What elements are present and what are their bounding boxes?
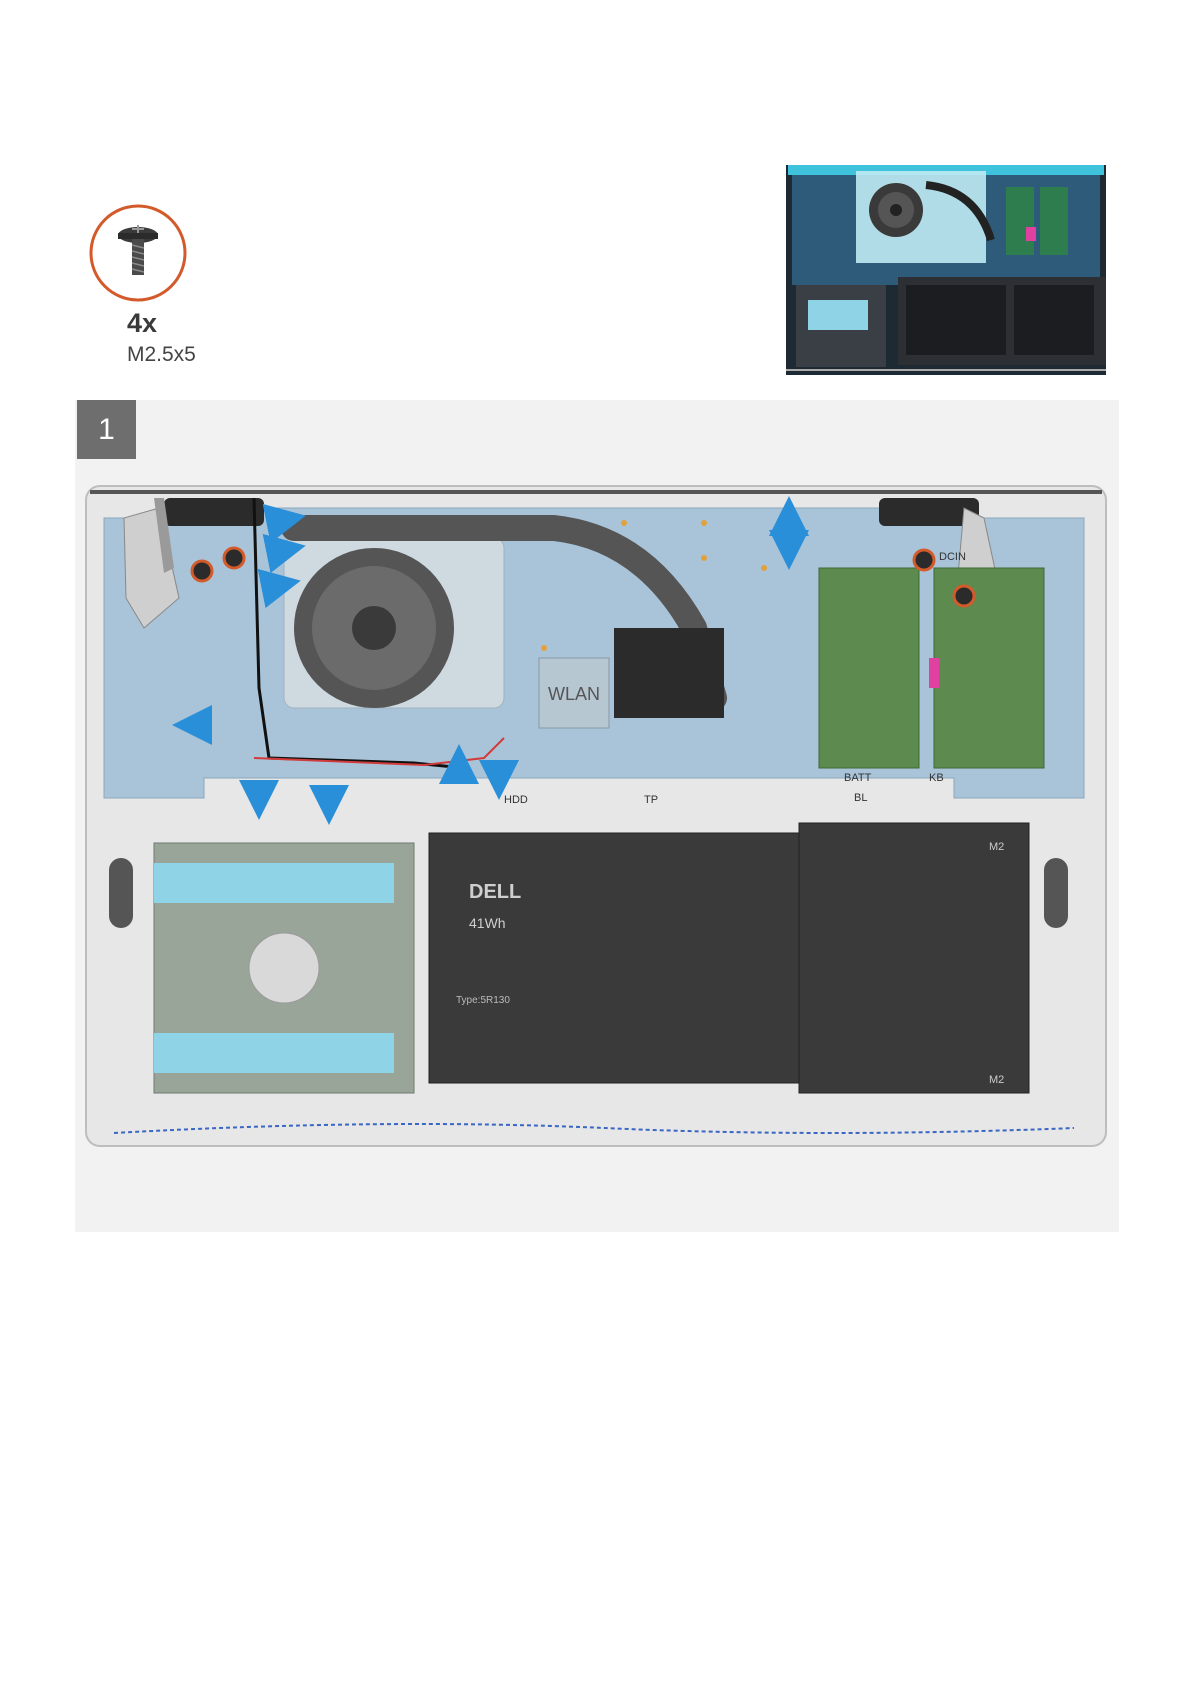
arrow-icon	[257, 568, 301, 609]
laptop-base-diagram: WLAN HDD TP BATT KB BL DCIN DELL 41Wh Ty…	[85, 485, 1107, 1147]
battery-capacity: 41Wh	[469, 915, 506, 931]
memory-modules	[818, 567, 1045, 769]
speaker-cable	[113, 1123, 1075, 1134]
wlan-card: WLAN	[538, 657, 610, 729]
wlan-label: WLAN	[548, 684, 600, 704]
kb-label: KB	[929, 772, 944, 784]
tp-label: TP	[644, 794, 658, 806]
overview-thumbnail	[786, 165, 1106, 375]
screw-marker	[190, 559, 214, 583]
screw-icon	[118, 225, 158, 275]
screw-marker	[952, 584, 976, 608]
m2-top-label: M2	[989, 841, 1004, 853]
fan-assembly	[283, 537, 505, 709]
dcin-label: DCIN	[939, 551, 966, 563]
m2-bottom-label: M2	[989, 1074, 1004, 1086]
arrow-icon	[262, 503, 306, 544]
hard-drive	[153, 842, 415, 1094]
battery: DELL 41Wh Type:5R130 M2 M2	[428, 822, 1030, 1094]
right-speaker	[1044, 858, 1068, 928]
battery-type: Type:5R130	[456, 995, 510, 1006]
bl-label: BL	[854, 792, 867, 804]
batt-label: BATT	[844, 772, 872, 784]
screw-marker	[222, 546, 246, 570]
screw-callout	[89, 204, 187, 302]
left-speaker	[109, 858, 133, 928]
arrow-icon	[262, 533, 306, 574]
screw-size: M2.5x5	[127, 343, 196, 366]
heat-pipe	[281, 515, 727, 711]
direction-arrows	[172, 496, 809, 825]
screw-quantity: 4x	[127, 308, 158, 338]
cpu-heatsink	[614, 628, 724, 718]
left-hinge	[123, 498, 264, 629]
hdd-label: HDD	[504, 794, 528, 806]
step-number-badge: 1	[77, 400, 136, 459]
battery-brand: DELL	[469, 881, 521, 903]
screw-markers	[190, 546, 976, 608]
screw-marker	[912, 548, 936, 572]
